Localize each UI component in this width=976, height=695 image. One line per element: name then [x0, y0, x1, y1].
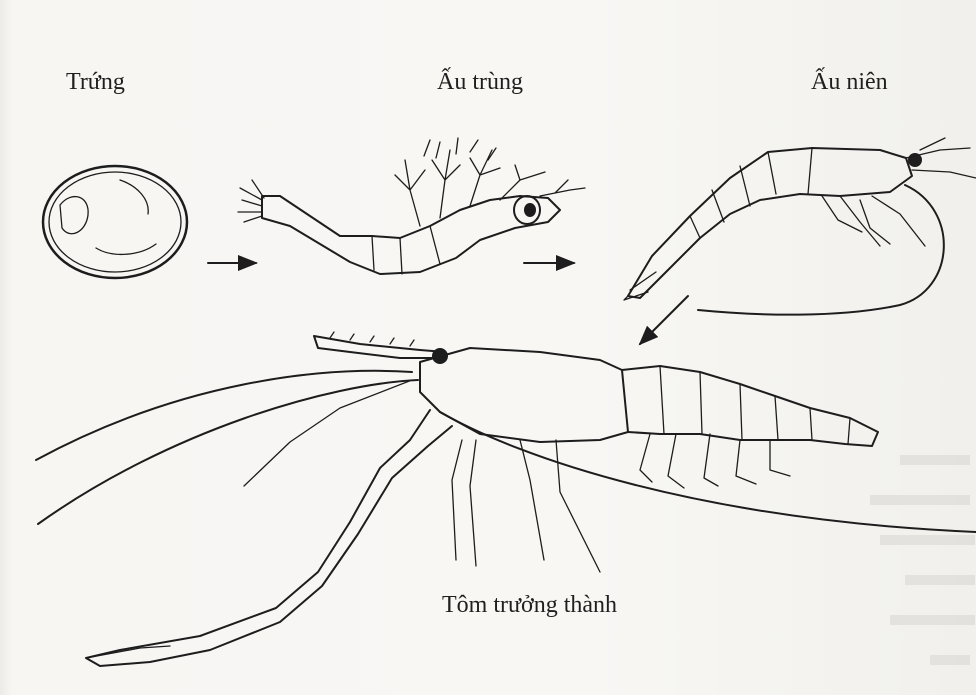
bleed-through: [870, 455, 975, 665]
arrow-juvenile-to-adult: [640, 296, 688, 344]
larva-drawing: [238, 138, 585, 274]
juvenile-drawing: [624, 138, 976, 315]
egg-drawing: [43, 166, 187, 278]
adult-drawing: [36, 332, 976, 666]
